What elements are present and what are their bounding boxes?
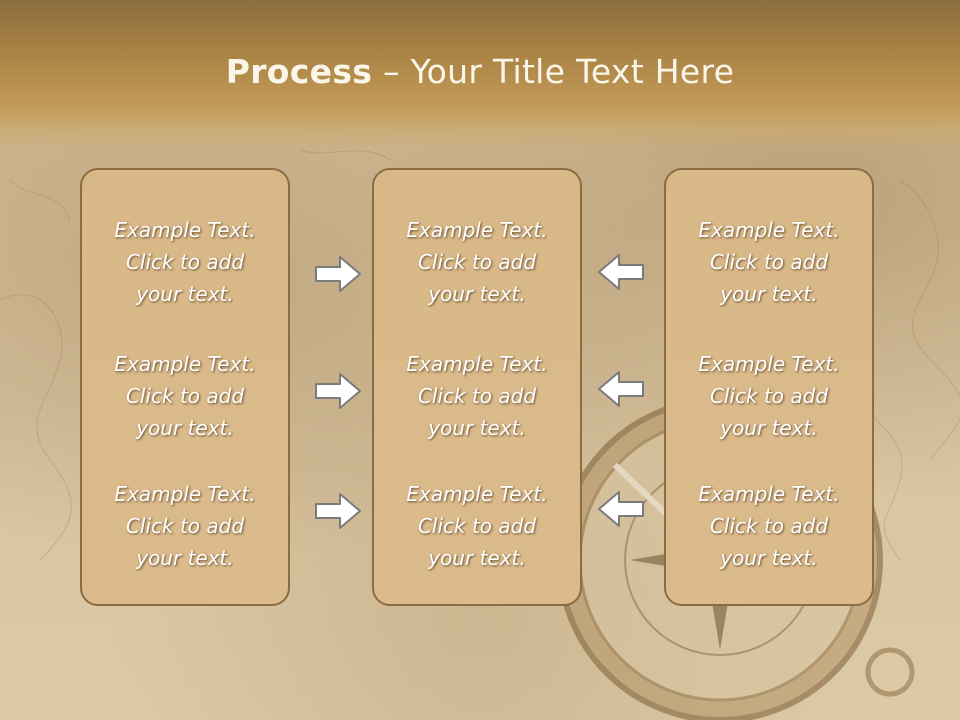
text-placeholder[interactable]: Example Text. Click to add your text. — [374, 348, 580, 444]
text-line: your text. — [136, 546, 234, 570]
text-line: your text. — [136, 416, 234, 440]
arrow-right-icon[interactable] — [314, 254, 362, 294]
text-line: your text. — [428, 282, 526, 306]
text-line: Click to add — [417, 384, 537, 408]
arrow-left-icon[interactable] — [597, 489, 645, 529]
text-line: Example Text. — [406, 352, 548, 376]
arrow-left-icon[interactable] — [597, 252, 645, 292]
text-line: Click to add — [709, 384, 829, 408]
text-line: Click to add — [125, 384, 245, 408]
text-line: your text. — [720, 416, 818, 440]
text-placeholder[interactable]: Example Text. Click to add your text. — [374, 478, 580, 574]
text-line: your text. — [428, 416, 526, 440]
text-line: Example Text. — [114, 482, 256, 506]
text-line: Example Text. — [698, 352, 840, 376]
text-placeholder[interactable]: Example Text. Click to add your text. — [82, 478, 288, 574]
text-line: Click to add — [709, 250, 829, 274]
text-line: your text. — [720, 546, 818, 570]
arrow-left-icon[interactable] — [597, 369, 645, 409]
text-placeholder[interactable]: Example Text. Click to add your text. — [82, 348, 288, 444]
text-line: Click to add — [125, 514, 245, 538]
text-placeholder[interactable]: Example Text. Click to add your text. — [666, 214, 872, 310]
text-line: Click to add — [417, 250, 537, 274]
title-bar — [0, 0, 960, 150]
slide-title[interactable]: Process – Your Title Text Here — [0, 52, 960, 91]
process-box-left[interactable]: Example Text. Click to add your text. Ex… — [80, 168, 290, 606]
text-line: your text. — [428, 546, 526, 570]
text-placeholder[interactable]: Example Text. Click to add your text. — [666, 478, 872, 574]
process-box-center[interactable]: Example Text. Click to add your text. Ex… — [372, 168, 582, 606]
text-line: Example Text. — [114, 352, 256, 376]
text-line: Click to add — [125, 250, 245, 274]
text-line: Example Text. — [698, 482, 840, 506]
text-line: Click to add — [709, 514, 829, 538]
text-placeholder[interactable]: Example Text. Click to add your text. — [666, 348, 872, 444]
text-line: Click to add — [417, 514, 537, 538]
arrow-right-icon[interactable] — [314, 491, 362, 531]
text-placeholder[interactable]: Example Text. Click to add your text. — [82, 214, 288, 310]
text-line: your text. — [720, 282, 818, 306]
title-bold: Process — [225, 52, 373, 91]
text-line: Example Text. — [406, 218, 548, 242]
text-line: your text. — [136, 282, 234, 306]
process-box-right[interactable]: Example Text. Click to add your text. Ex… — [664, 168, 874, 606]
text-placeholder[interactable]: Example Text. Click to add your text. — [374, 214, 580, 310]
arrow-right-icon[interactable] — [314, 371, 362, 411]
text-line: Example Text. — [406, 482, 548, 506]
text-line: Example Text. — [698, 218, 840, 242]
title-rest: – Your Title Text Here — [372, 52, 735, 91]
text-line: Example Text. — [114, 218, 256, 242]
